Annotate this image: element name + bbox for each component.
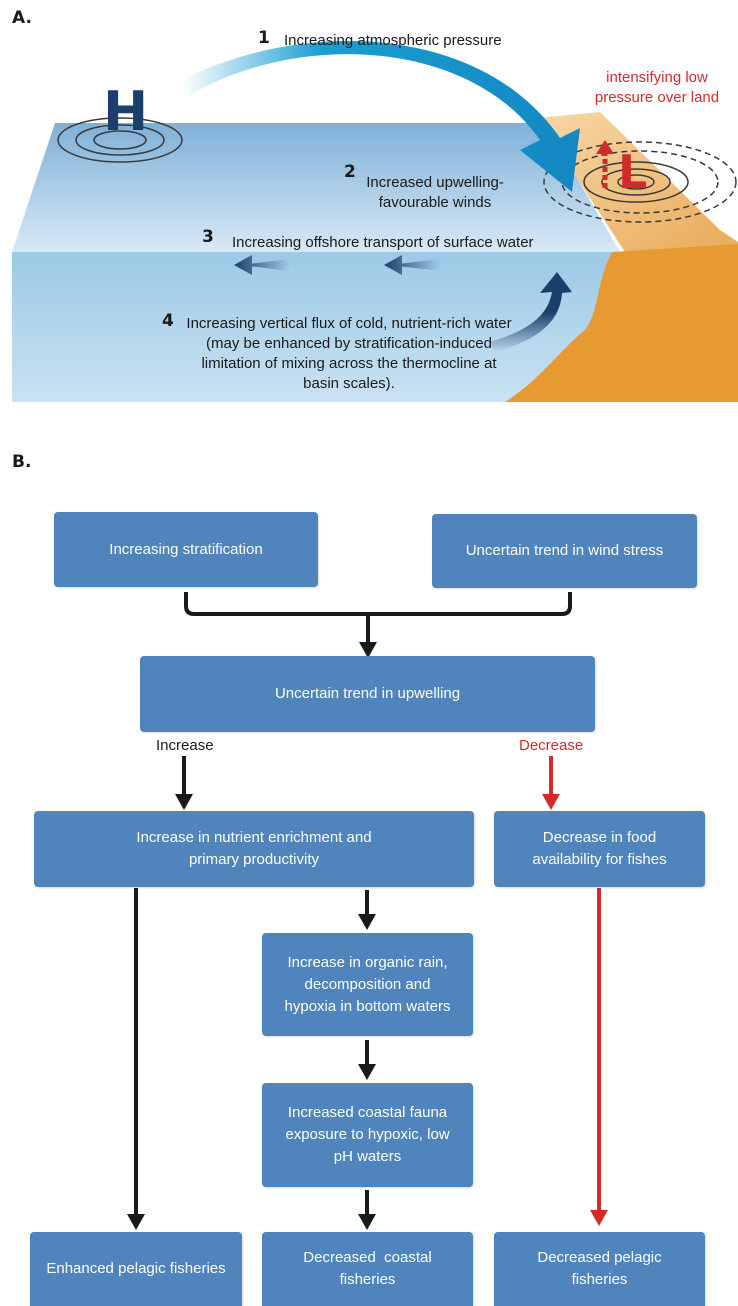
step-4-number: 4 <box>162 311 174 331</box>
increase-arrow-head <box>175 794 193 810</box>
ocean-side <box>12 252 612 402</box>
step-4-text: Increasing vertical flux of cold, nutrie… <box>186 315 512 392</box>
box-organic-rain: Increase in organic rain, decomposition … <box>262 933 473 1036</box>
box-food-availability: Decrease in food availability for fishes <box>494 811 705 887</box>
offshore-arrow-2 <box>384 255 440 275</box>
merge-bracket <box>184 592 572 616</box>
vertical-flux-arrow <box>490 272 572 352</box>
box-nutrient-enrichment: Increase in nutrient enrichment and prim… <box>34 811 474 887</box>
coastal-arrow-head <box>358 1214 376 1230</box>
decrease-arrow-head <box>542 794 560 810</box>
box-fauna-exposure: Increased coastal fauna exposure to hypo… <box>262 1083 473 1187</box>
box-wind-stress: Uncertain trend in wind stress <box>432 514 697 588</box>
organic-arrow-head <box>358 914 376 930</box>
panel-b-label: B. <box>12 452 32 472</box>
low-pressure-caption: intensifying low pressure over land <box>594 69 720 106</box>
box-increasing-stratification: Increasing stratification <box>54 512 318 587</box>
offshore-arrow-1 <box>234 255 290 275</box>
box-decreased-pelagic-fisheries: Decreased pelagic fisheries <box>494 1232 705 1306</box>
step-1-text: Increasing atmospheric pressure <box>284 32 502 49</box>
box-decreased-coastal-fisheries: Decreased coastal fisheries <box>262 1232 473 1306</box>
branch-decrease-label: Decrease <box>519 737 584 754</box>
decreased-pelagic-arrow-head <box>590 1210 608 1226</box>
pelagic-arrow-head <box>127 1214 145 1230</box>
step-2-number: 2 <box>344 162 356 182</box>
box-upwelling: Uncertain trend in upwelling <box>140 656 595 732</box>
step-2-text: Increased upwelling-favourable winds <box>366 174 504 211</box>
step-3-text: Increasing offshore transport of surface… <box>232 234 534 251</box>
upwelling-illustration <box>12 41 738 402</box>
step-3-number: 3 <box>202 227 214 247</box>
high-pressure-symbol: H <box>103 80 149 143</box>
box-enhanced-pelagic-fisheries: Enhanced pelagic fisheries <box>30 1232 242 1306</box>
merge-arrow-head <box>359 642 377 658</box>
pressure-arrow <box>182 41 580 192</box>
branch-increase-label: Increase <box>156 737 214 754</box>
panel-a-label: A. <box>12 8 32 28</box>
fauna-arrow-head <box>358 1064 376 1080</box>
step-1-number: 1 <box>258 28 270 48</box>
low-pressure-symbol: L <box>618 145 648 199</box>
land-side <box>505 244 738 402</box>
